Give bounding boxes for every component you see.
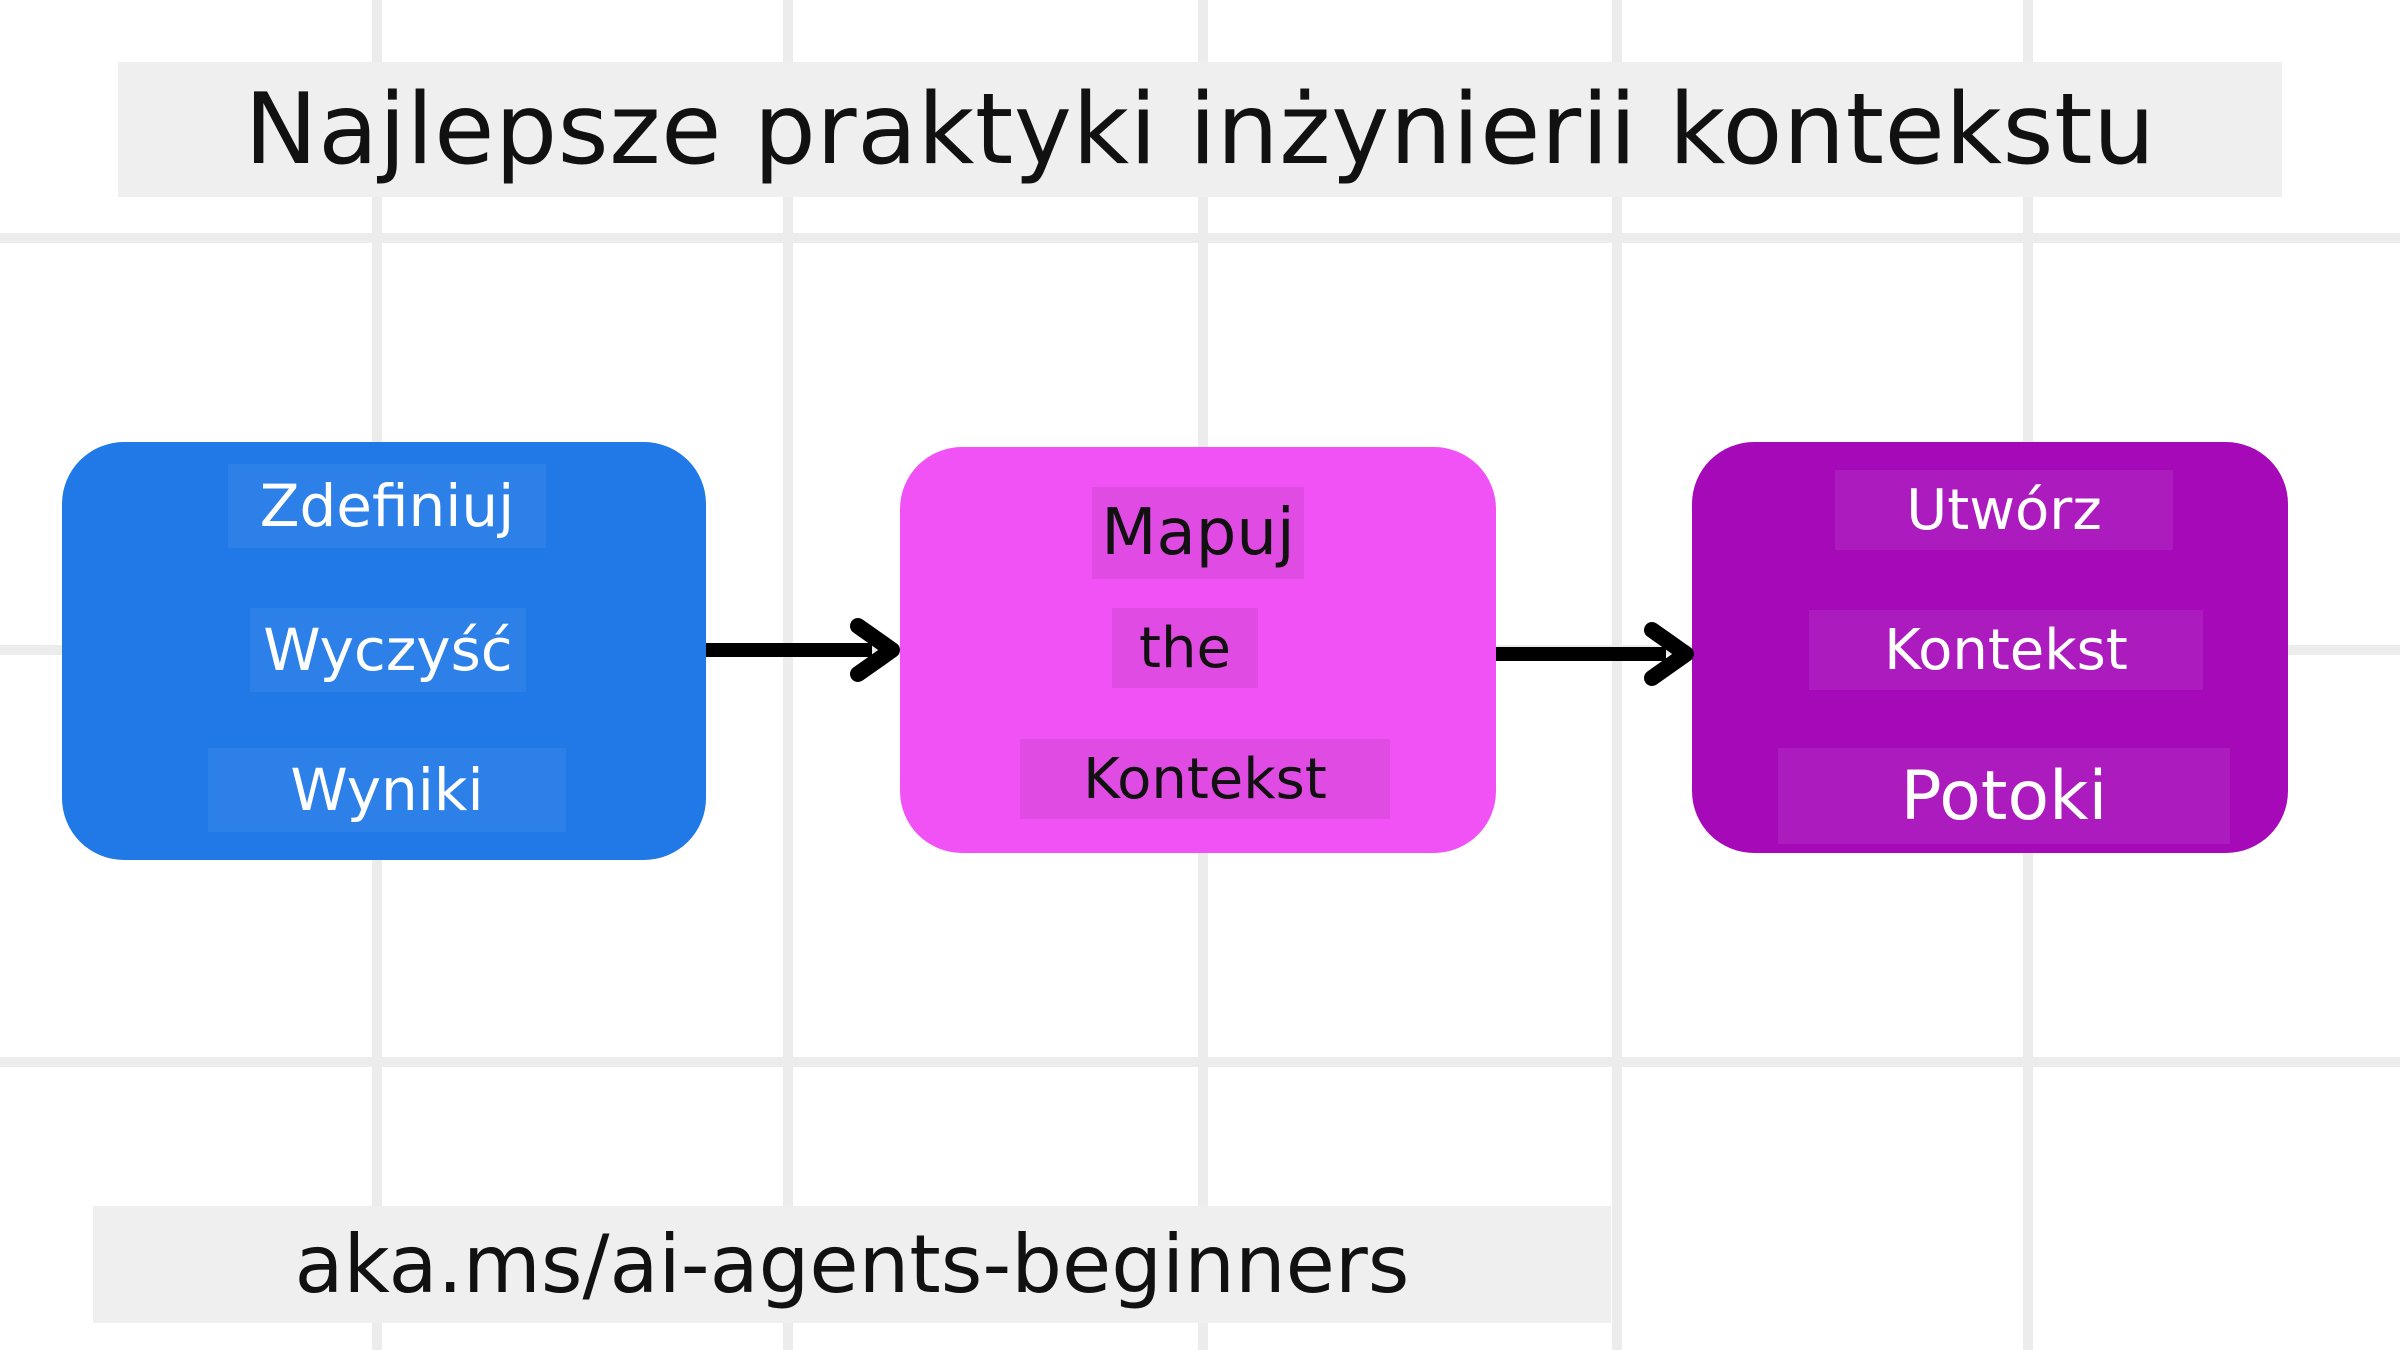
step-box-define: Zdefiniuj Wyczyść Wyniki bbox=[62, 442, 706, 860]
step-box-create: Utwórz Kontekst Potoki bbox=[1692, 442, 2288, 853]
footer-link[interactable]: aka.ms/ai-agents-beginners bbox=[294, 1218, 1410, 1311]
step-1-line-3: Wyniki bbox=[208, 748, 566, 832]
step-box-map: Mapuj the Kontekst bbox=[900, 447, 1496, 853]
grid-line bbox=[783, 0, 793, 1350]
footer-banner: aka.ms/ai-agents-beginners bbox=[93, 1206, 1611, 1323]
arrow-1-head bbox=[850, 618, 900, 682]
grid-line bbox=[1612, 0, 1622, 1350]
grid-line bbox=[0, 1057, 2400, 1067]
page-title: Najlepsze praktyki inżynierii kontekstu bbox=[244, 72, 2156, 187]
step-3-line-1: Utwórz bbox=[1835, 470, 2173, 550]
arrow-2-head bbox=[1644, 622, 1694, 686]
step-2-line-3: Kontekst bbox=[1020, 739, 1390, 819]
step-2-line-2: the bbox=[1112, 608, 1258, 688]
step-2-line-1: Mapuj bbox=[1092, 487, 1304, 579]
step-1-line-1: Zdefiniuj bbox=[228, 464, 546, 548]
step-3-line-2: Kontekst bbox=[1809, 610, 2203, 690]
step-3-line-3: Potoki bbox=[1778, 748, 2230, 844]
title-banner: Najlepsze praktyki inżynierii kontekstu bbox=[118, 62, 2282, 197]
grid-line bbox=[0, 233, 2400, 243]
step-1-line-2: Wyczyść bbox=[250, 608, 526, 692]
